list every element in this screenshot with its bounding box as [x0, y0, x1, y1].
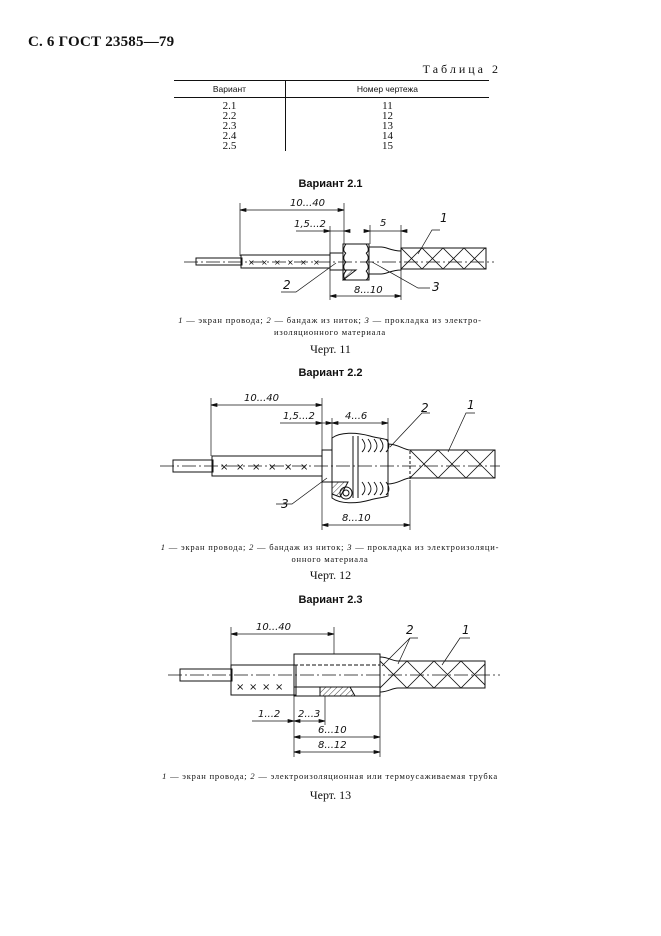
dim-label: 8...10 — [342, 513, 371, 524]
dim-label: 8...10 — [354, 285, 383, 296]
svg-text:×: × — [236, 462, 244, 473]
svg-text:×: × — [252, 462, 260, 473]
variant-2-2-title: Вариант 2.2 — [298, 367, 363, 379]
svg-text:×: × — [220, 462, 228, 473]
callout-2: 2 — [406, 623, 414, 637]
drawing-variant-2-1: × × × × × × 10...40 1,5...2 5 8...10 1 2 3 — [184, 198, 494, 300]
table-cell: 13 — [381, 120, 393, 132]
table-row: 2.2 12 — [174, 110, 489, 122]
caption-drawing-13: Черт. 13 — [309, 788, 352, 802]
table-header-variant: Вариант — [174, 80, 286, 98]
caption-drawing-12: Черт. 12 — [309, 568, 352, 582]
svg-text:×: × — [261, 258, 268, 267]
dim-label: 5 — [380, 218, 386, 229]
table-cell: 2.4 — [174, 131, 286, 142]
dim-label: 1...2 — [258, 709, 280, 720]
caption-drawing-11: Черт. 11 — [310, 342, 351, 356]
svg-text:×: × — [313, 258, 320, 267]
dim-label: 8...12 — [318, 740, 347, 751]
dim-label: 1,5...2 — [294, 219, 326, 230]
table-cell: 15 — [381, 140, 393, 152]
dim-label: 10...40 — [256, 622, 291, 633]
table-cell: 2.5 — [174, 141, 286, 152]
svg-text:×: × — [249, 682, 257, 693]
dim-label: 1,5...2 — [283, 411, 315, 422]
table-row: 2.5 15 — [174, 140, 489, 152]
callout-1: 1 — [467, 398, 475, 412]
svg-text:×: × — [284, 462, 292, 473]
callout-1: 1 — [462, 623, 470, 637]
table-cell: 14 — [381, 130, 393, 142]
page-header: С. 6 ГОСТ 23585—79 — [28, 34, 175, 50]
svg-text:×: × — [236, 682, 244, 693]
svg-text:×: × — [300, 258, 307, 267]
callout-1: 1 — [440, 211, 448, 225]
legend-variant-2-2: 1 — экран провода; 2 — бандаж из ниток; … — [160, 542, 500, 564]
dim-label: 6...10 — [318, 725, 347, 736]
dim-label: 4...6 — [345, 411, 367, 422]
svg-text:×: × — [287, 258, 294, 267]
variant-2-3-title: Вариант 2.3 — [298, 594, 363, 606]
callout-2: 2 — [283, 278, 291, 292]
svg-text:×: × — [268, 462, 276, 473]
svg-text:×: × — [274, 258, 281, 267]
table-cell: 2.3 — [174, 121, 286, 132]
table-cell: 11 — [382, 100, 393, 112]
table-row: 2.3 13 — [174, 120, 489, 132]
svg-text:×: × — [300, 462, 308, 473]
legend-variant-2-1: 1 — экран провода; 2 — бандаж из ниток; … — [178, 315, 482, 337]
dim-label: 10...40 — [290, 198, 325, 209]
svg-text:×: × — [275, 682, 283, 693]
table-label: Таблица 2 — [422, 62, 501, 76]
table-cell: 2.1 — [174, 97, 286, 111]
table-header-drawing-number: Номер чертежа — [285, 80, 489, 98]
table-cell: 2.2 — [174, 111, 286, 122]
legend-variant-2-3: 1 — экран провода; 2 — электроизоляционн… — [162, 771, 498, 781]
dim-label: 10...40 — [244, 393, 279, 404]
table-row: 2.1 11 — [174, 97, 489, 112]
table-cell: 12 — [381, 110, 393, 122]
dim-label: 2...3 — [298, 709, 320, 720]
table-row: 2.4 14 — [174, 130, 489, 142]
callout-2: 2 — [421, 401, 429, 415]
drawing-variant-2-3: × × × × 10...40 1...2 2...3 6...10 8...12 1… — [168, 622, 500, 757]
variant-2-1-title: Вариант 2.1 — [298, 178, 363, 190]
callout-3: 3 — [281, 497, 289, 511]
drawing-variant-2-2: ×××××× 10...40 1,5...2 4...6 8...10 1 2 … — [160, 393, 500, 530]
svg-text:×: × — [262, 682, 270, 693]
svg-text:×: × — [248, 258, 255, 267]
callout-3: 3 — [432, 280, 440, 294]
